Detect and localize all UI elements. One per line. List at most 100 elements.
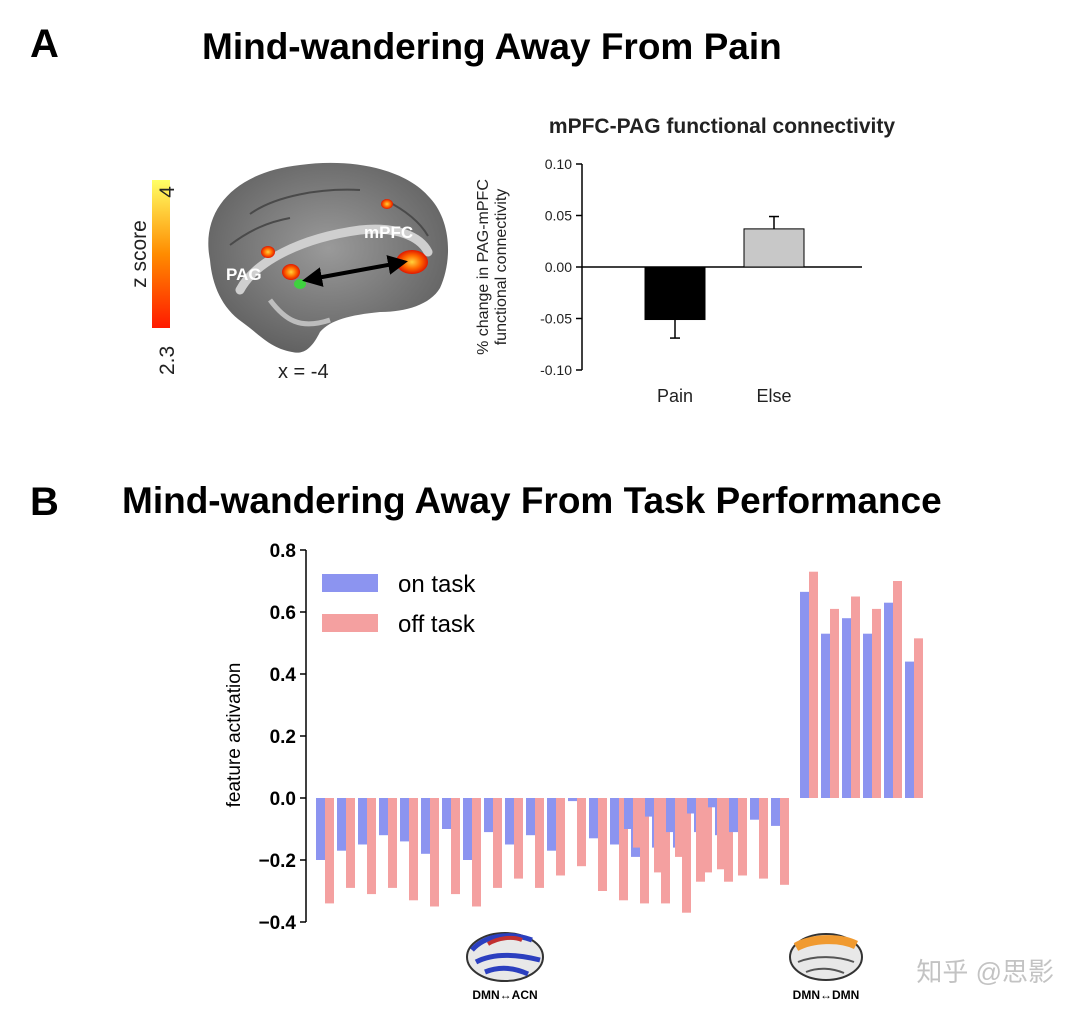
brain-icon-label-dmn-acn: DMN↔ACN — [472, 988, 537, 1002]
chart-b-bar-off-task — [388, 798, 397, 888]
chart-b-bar-off-task — [472, 798, 481, 907]
legend-swatch-on-task — [322, 574, 378, 592]
activation-spot — [261, 246, 275, 258]
chart-b-ytick-label: 0.0 — [270, 789, 296, 810]
chart-b-bar-on-task — [463, 798, 472, 860]
chart-b: feature activation −0.4−0.20.00.20.40.60… — [224, 541, 923, 934]
chart-a: mPFC-PAG functional connectivity % chang… — [475, 115, 895, 406]
chart-b-ytick-label: −0.2 — [258, 851, 296, 872]
chart-b-bar-off-task — [451, 798, 460, 895]
chart-b-bar-off-task — [703, 798, 712, 873]
panel-b-title: Mind-wandering Away From Task Performanc… — [122, 480, 942, 521]
chart-b-bar-on-task — [771, 798, 780, 826]
chart-b-bar-on-task — [442, 798, 451, 829]
activation-spot — [381, 199, 393, 209]
chart-b-bar-on-task — [400, 798, 409, 842]
chart-a-ylabel: % change in PAG-mPFC functional connecti… — [475, 179, 510, 355]
connectivity-arrow — [302, 255, 408, 287]
chart-a-category-label: Pain — [657, 386, 693, 406]
chart-b-bar-on-task — [624, 798, 633, 829]
chart-b-bar-off-task — [696, 798, 705, 882]
pag-label: PAG — [226, 265, 262, 284]
chart-b-bar-off-task — [598, 798, 607, 891]
chart-b-bar-off-task — [717, 798, 726, 870]
chart-b-bar-on-task — [729, 798, 738, 833]
chart-b-bar-on-task — [568, 798, 577, 802]
brain-icon-dmn-acn: DMN↔ACN — [466, 932, 544, 1002]
brain-icon-dmn-network — [793, 935, 859, 952]
chart-b-bar-off-task — [893, 581, 902, 798]
chart-b-bar-off-task — [738, 798, 747, 876]
chart-b-bar-on-task — [800, 591, 809, 798]
brain-icon-dmn-network — [486, 935, 523, 946]
chart-b-bar-off-task — [851, 596, 860, 798]
chart-b-bar-off-task — [654, 798, 663, 873]
chart-b-bar-on-task — [484, 798, 493, 833]
colorbar-min-label: 2.3 — [156, 346, 179, 375]
chart-b-bar-off-task — [872, 608, 881, 798]
panel-b-letter: B — [30, 480, 59, 524]
chart-b-bar-on-task — [708, 798, 717, 808]
chart-b-bar-off-task — [430, 798, 439, 907]
colorbar: 4 2.3 z score — [128, 180, 179, 375]
brainstem — [268, 298, 331, 327]
chart-b-bar-off-task — [633, 798, 642, 848]
chart-b-bar-on-task — [547, 798, 556, 851]
legend-label-off-task: off task — [398, 611, 476, 638]
chart-a-bar-pain — [644, 266, 706, 321]
colorbar-max-label: 4 — [156, 186, 179, 198]
chart-b-bar-on-task — [645, 798, 654, 817]
brain-icon-acn-network — [470, 933, 541, 977]
brain-icon-label-dmn-dmn: DMN↔DMN — [793, 988, 860, 1002]
chart-b-bar-off-task — [619, 798, 628, 901]
chart-a-ylabel-line1: % change in PAG-mPFC — [475, 179, 492, 355]
chart-b-legend: on task off task — [322, 571, 476, 638]
chart-b-bar-off-task — [535, 798, 544, 888]
pag-activation — [282, 264, 300, 280]
chart-a-category-label: Else — [756, 386, 791, 406]
slice-coordinate-label: x = -4 — [278, 361, 329, 383]
chart-a-ytick-label: 0.00 — [545, 259, 572, 275]
panel-a-letter: A — [30, 22, 59, 66]
chart-b-bar-off-task — [661, 798, 670, 904]
chart-b-bar-on-task — [421, 798, 430, 854]
chart-b-bar-on-task — [842, 618, 851, 798]
chart-b-bar-on-task — [589, 798, 598, 839]
chart-b-ylabel: feature activation — [224, 663, 245, 808]
chart-b-bar-off-task — [724, 798, 733, 882]
watermark: 知乎 @思影 — [916, 957, 1054, 987]
chart-b-bar-off-task — [914, 638, 923, 798]
chart-a-ytick-label: 0.10 — [545, 156, 572, 172]
chart-b-bar-off-task — [640, 798, 649, 904]
chart-b-bar-on-task — [526, 798, 535, 836]
chart-b-bar-on-task — [750, 798, 759, 820]
brain-sagittal-slice: PAG mPFC x = -4 — [208, 162, 449, 383]
chart-a-ytick-label: -0.10 — [540, 362, 572, 378]
chart-a-title: mPFC-PAG functional connectivity — [549, 115, 895, 138]
chart-b-bar-on-task — [316, 798, 325, 860]
chart-b-bar-on-task — [905, 661, 914, 798]
chart-b-bar-on-task — [358, 798, 367, 845]
colorbar-title: z score — [128, 220, 151, 288]
chart-b-bar-off-task — [325, 798, 334, 904]
chart-b-ytick-label: 0.4 — [270, 665, 297, 686]
mpfc-label: mPFC — [364, 223, 413, 242]
chart-b-bar-off-task — [675, 798, 684, 857]
chart-b-bar-on-task — [821, 633, 830, 798]
chart-b-bar-on-task — [505, 798, 514, 845]
corpus-callosum — [235, 224, 433, 295]
chart-b-bar-off-task — [682, 798, 691, 913]
chart-b-bar-off-task — [780, 798, 789, 885]
chart-b-bar-off-task — [409, 798, 418, 901]
chart-b-bar-off-task — [493, 798, 502, 888]
chart-b-bar-off-task — [556, 798, 565, 876]
chart-a-ytick-label: 0.05 — [545, 208, 572, 224]
chart-b-ytick-label: −0.4 — [258, 913, 296, 934]
legend-swatch-off-task — [322, 614, 378, 632]
chart-b-bar-off-task — [367, 798, 376, 895]
chart-a-ylabel-line2: functional connectivity — [493, 189, 510, 346]
chart-b-ytick-label: 0.8 — [270, 541, 296, 562]
colorbar-gradient — [152, 180, 170, 328]
chart-b-bar-on-task — [379, 798, 388, 836]
